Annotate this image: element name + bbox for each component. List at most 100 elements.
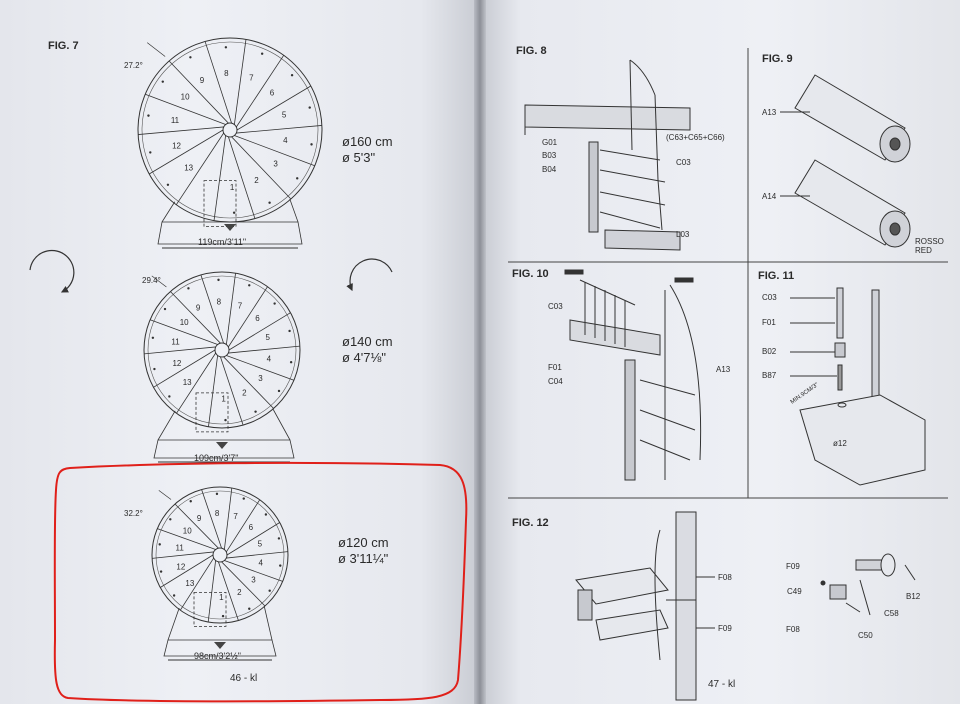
baluster-dot bbox=[288, 329, 291, 333]
step-edge bbox=[213, 135, 227, 221]
fig11-label-b87: B87 bbox=[762, 371, 777, 380]
step-number: 6 bbox=[249, 523, 254, 532]
step-edge bbox=[233, 39, 247, 125]
baluster-dot bbox=[242, 497, 245, 500]
fig9-drawing bbox=[780, 74, 911, 248]
landing-outline bbox=[193, 592, 227, 627]
fig9-label-a13: A13 bbox=[762, 108, 777, 117]
fig10-label-a13: A13 bbox=[716, 365, 731, 374]
step-number: 7 bbox=[238, 301, 243, 310]
baluster-dot bbox=[151, 336, 155, 340]
step-edge bbox=[228, 345, 300, 354]
base-right-edge bbox=[289, 198, 299, 223]
page-gutter bbox=[474, 0, 486, 704]
fig8-title: FIG. 8 bbox=[516, 45, 547, 57]
fig8-label-l03: L03 bbox=[676, 230, 690, 239]
down-arrow-icon bbox=[216, 442, 228, 449]
baluster-dot bbox=[161, 80, 164, 83]
step-edge bbox=[168, 60, 229, 124]
step-edge bbox=[226, 355, 295, 381]
baluster-dot bbox=[158, 543, 161, 546]
baluster-dot bbox=[308, 106, 311, 109]
step-edge bbox=[204, 41, 232, 124]
step-edge bbox=[221, 561, 266, 607]
base-right-edge bbox=[272, 408, 291, 441]
baluster-dot bbox=[248, 607, 251, 610]
fig10-drawing bbox=[564, 269, 702, 481]
step-number: 8 bbox=[215, 509, 220, 518]
baluster-dot bbox=[260, 52, 264, 55]
step-number: 5 bbox=[258, 540, 263, 549]
step-number: 1 bbox=[221, 394, 226, 403]
step-number: 3 bbox=[273, 159, 278, 168]
baluster-dot bbox=[254, 410, 257, 413]
baluster-dot bbox=[279, 564, 282, 567]
outer-circle bbox=[151, 486, 289, 624]
fig11-label-c03: C03 bbox=[762, 293, 777, 302]
fig12-label-c50: C50 bbox=[858, 631, 873, 640]
baluster-dot bbox=[277, 389, 281, 393]
inner-circle bbox=[155, 490, 285, 620]
fig12-label-f09b: F09 bbox=[786, 562, 800, 571]
step-number: 1 bbox=[230, 183, 235, 192]
baluster-dot bbox=[217, 278, 220, 282]
landing-base bbox=[153, 439, 295, 459]
step-edge bbox=[227, 286, 268, 348]
center-post bbox=[212, 547, 228, 563]
fig11-label-f01: F01 bbox=[762, 318, 776, 327]
fig12-label-c58: C58 bbox=[884, 609, 899, 618]
step-edge bbox=[235, 55, 285, 128]
step-number: 13 bbox=[185, 579, 194, 588]
step-edge bbox=[226, 551, 288, 559]
baluster-dot bbox=[264, 513, 268, 516]
step-edge bbox=[220, 356, 244, 426]
fig8-label-c63: (C63+C65+C66) bbox=[666, 133, 725, 142]
step-number: 10 bbox=[181, 93, 190, 102]
step-edge bbox=[225, 499, 261, 553]
step-edge bbox=[157, 528, 216, 550]
red-highlight-outline bbox=[53, 461, 468, 703]
step-edge bbox=[200, 274, 224, 344]
step-number: 8 bbox=[217, 298, 222, 307]
step-edge bbox=[176, 352, 217, 414]
step-number: 2 bbox=[254, 176, 259, 185]
landing-base bbox=[163, 639, 277, 657]
fig8-label-b04: B04 bbox=[542, 165, 557, 174]
step-number: 5 bbox=[266, 333, 271, 342]
baluster-dot bbox=[224, 46, 228, 49]
angle-label-1: 27.2° bbox=[124, 61, 143, 70]
step-edge bbox=[160, 554, 214, 588]
baluster-dot bbox=[296, 177, 299, 180]
step-edge bbox=[175, 132, 225, 205]
step-number: 2 bbox=[242, 388, 247, 397]
fig9-label-rosso: ROSSO bbox=[915, 237, 944, 246]
step-edge bbox=[224, 560, 283, 582]
baluster-dot bbox=[166, 183, 170, 186]
fig11-title: FIG. 11 bbox=[758, 270, 794, 282]
baluster-dot bbox=[310, 143, 313, 146]
fig8-drawing bbox=[524, 59, 691, 251]
fig9-label-a14: A14 bbox=[762, 192, 777, 201]
angle-dimension-line bbox=[146, 42, 166, 57]
step-edge bbox=[225, 273, 236, 345]
fig8-label-c03: C03 bbox=[676, 158, 691, 167]
fig10-label-f01: F01 bbox=[548, 363, 562, 372]
step-number: 7 bbox=[249, 73, 254, 82]
step-edge bbox=[236, 125, 322, 134]
fig10-label-c03: C03 bbox=[548, 302, 563, 311]
step-edge bbox=[231, 136, 292, 200]
step-number: 6 bbox=[255, 314, 260, 323]
outer-circle bbox=[143, 271, 301, 429]
baluster-dot bbox=[147, 114, 150, 117]
step-edge bbox=[179, 557, 215, 611]
diameter-in-2: ø 4'7⅛" bbox=[342, 350, 386, 365]
step-number: 12 bbox=[172, 141, 181, 150]
fig11-label-b02: B02 bbox=[762, 347, 777, 356]
step-edge bbox=[144, 346, 216, 355]
fig12-label-f09: F09 bbox=[718, 624, 732, 633]
step-number: 11 bbox=[171, 338, 180, 347]
rotate-ccw-icon bbox=[29, 249, 75, 293]
fig10-label-c04: C04 bbox=[548, 377, 563, 386]
step-number: 12 bbox=[176, 562, 185, 571]
